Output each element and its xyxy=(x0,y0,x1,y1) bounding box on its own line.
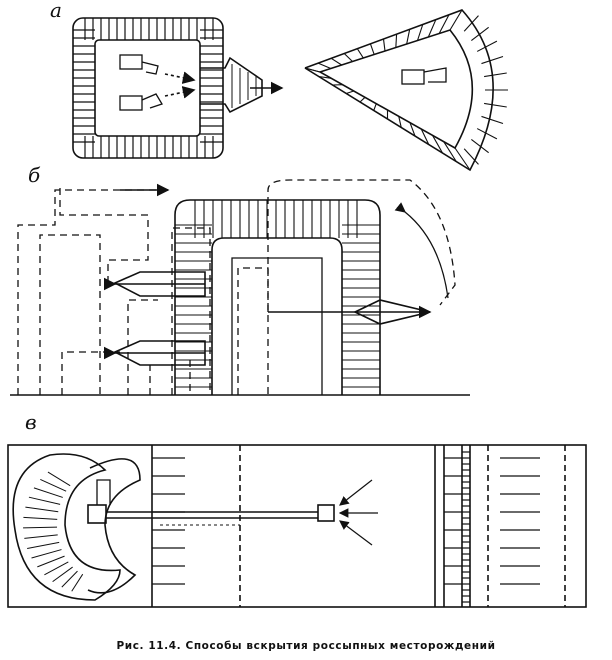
hatch-line xyxy=(438,14,450,34)
hatch-line xyxy=(484,72,507,78)
hatch-line xyxy=(61,570,78,588)
hatch-line xyxy=(28,496,61,505)
hatch-line xyxy=(356,48,364,59)
hatch-line xyxy=(449,9,463,31)
hatch-line xyxy=(463,15,479,32)
hatch-line xyxy=(481,56,504,65)
u-pit-hatching xyxy=(175,200,380,388)
hatch-line xyxy=(432,135,443,154)
pit-outer xyxy=(72,17,224,159)
hatch-line xyxy=(71,573,84,592)
fan-hatching xyxy=(304,9,508,171)
plant-box xyxy=(317,504,335,522)
hatch-line xyxy=(23,526,58,529)
hatch-line xyxy=(359,96,366,103)
hatch-line xyxy=(406,29,411,45)
field-outline xyxy=(7,444,587,608)
hatch-line xyxy=(47,471,71,487)
fan-pit-inner xyxy=(318,29,474,150)
strip-ticks xyxy=(152,451,540,603)
flow-arrow-a1 xyxy=(164,71,196,84)
fan-pit-outer xyxy=(304,9,494,172)
hatch-line xyxy=(454,147,471,171)
feed-arrows xyxy=(338,479,378,546)
excavator-icon xyxy=(119,54,163,111)
hatch-line xyxy=(471,26,489,41)
hatch-line xyxy=(27,541,60,549)
pit-hatching xyxy=(73,18,223,158)
hatch-line xyxy=(481,115,504,124)
hatch-line xyxy=(24,534,58,539)
hatch-line xyxy=(382,38,386,52)
arc-arrow xyxy=(394,202,449,299)
dredge-hatching xyxy=(23,471,84,592)
hatch-line xyxy=(37,555,65,568)
arm xyxy=(96,479,111,505)
haul-routes xyxy=(17,179,456,395)
panel-label-a: а xyxy=(50,0,62,22)
panel-c xyxy=(7,444,587,608)
hatch-line xyxy=(398,116,402,128)
hatch-line xyxy=(395,34,398,48)
panel-a xyxy=(72,9,508,172)
panel-b xyxy=(10,179,470,396)
hatch-line xyxy=(346,90,354,95)
hatch-line xyxy=(373,103,377,111)
panel-label-v: в xyxy=(25,410,37,434)
hatch-line xyxy=(304,67,321,73)
hatch-line xyxy=(23,516,58,520)
hatch-line xyxy=(476,128,498,140)
hatch-line xyxy=(443,141,457,162)
hatch-line xyxy=(427,19,437,38)
hatch-line xyxy=(471,139,489,154)
pit-inner xyxy=(94,39,201,137)
hatch-line xyxy=(317,62,332,70)
figure-caption: Рис. 11.4. Способы вскрытия россыпных ме… xyxy=(116,640,496,652)
flow-arrow-a2 xyxy=(164,86,196,99)
hatch-line xyxy=(44,561,69,576)
hatch-line xyxy=(409,122,416,137)
hatch-line xyxy=(369,43,375,55)
hatch-line xyxy=(52,566,73,582)
hatch-line xyxy=(420,128,430,145)
hatch-line xyxy=(330,57,342,66)
dredge-cut xyxy=(12,453,121,601)
dredge-box xyxy=(87,504,107,524)
inner-trench xyxy=(231,257,323,395)
hatch-line xyxy=(463,148,479,165)
hatch-line xyxy=(476,40,498,52)
hatch-line xyxy=(25,506,59,513)
hatch-line xyxy=(416,24,424,41)
u-pit-outer xyxy=(174,199,381,395)
hatch-line xyxy=(40,479,67,492)
hatch-line xyxy=(33,487,63,498)
dredge-cut-2 xyxy=(87,458,141,594)
panel-label-b: б xyxy=(28,163,41,187)
hatch-line xyxy=(31,549,62,559)
u-pit-inner xyxy=(211,237,343,395)
hatch-line xyxy=(484,102,507,108)
hatch-line xyxy=(318,75,332,79)
hatch-line xyxy=(343,53,353,62)
entry-trench-hatch xyxy=(231,64,257,108)
entry-trench xyxy=(200,56,263,114)
excavator-icon xyxy=(401,67,447,85)
